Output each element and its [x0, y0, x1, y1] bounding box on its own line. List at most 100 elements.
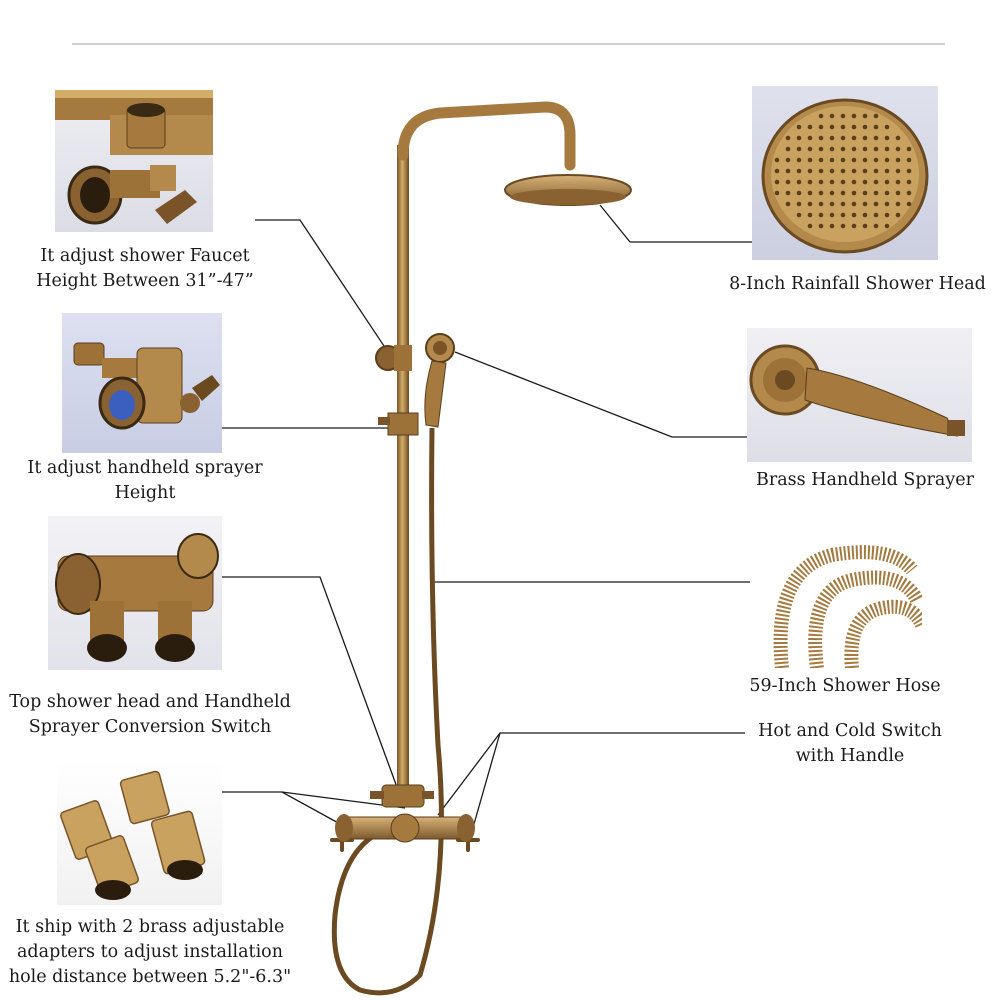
nozzle-dot [807, 201, 813, 207]
nozzle-dot [851, 124, 857, 130]
nozzle-pattern [774, 113, 912, 229]
nozzle-dot [785, 157, 791, 163]
nozzle-dot [873, 223, 879, 229]
height-adjuster-photo [55, 90, 213, 232]
nozzle-dot [818, 223, 824, 229]
nozzle-dot [785, 146, 791, 152]
nozzle-dot [851, 157, 857, 163]
nozzle-dot [862, 168, 868, 174]
nozzle-dot [851, 201, 857, 207]
nozzle-dot [840, 212, 846, 218]
shower-hose-line-1: 59-Inch Shower Hose [749, 676, 941, 696]
conversion-switch-line-2: Sprayer Conversion Switch [28, 717, 272, 737]
nozzle-dot [840, 124, 846, 130]
nozzle-dot [807, 124, 813, 130]
nozzle-dot [840, 135, 846, 141]
handheld-height-photo [62, 313, 222, 453]
nozzle-dot [895, 168, 901, 174]
nozzle-dot [807, 212, 813, 218]
height-adjuster-line-1: It adjust shower Faucet [40, 246, 250, 266]
shower-arm [397, 101, 576, 171]
nozzle-dot [807, 146, 813, 152]
handheld-sprayer-handle [424, 360, 447, 428]
nozzle-dot [796, 168, 802, 174]
adapters-caption: It ship with 2 brass adjustable adapters… [0, 915, 300, 990]
nozzle-dot [884, 179, 890, 185]
conversion-switch-photo [48, 516, 222, 670]
nozzle-dot [807, 168, 813, 174]
nozzle-dot [906, 179, 912, 185]
top-divider [72, 43, 945, 45]
nozzle-dot [884, 190, 890, 196]
nozzle-dot [884, 223, 890, 229]
hot-cold-switch-line-2: with Handle [795, 746, 905, 766]
nozzle-dot [774, 179, 780, 185]
nozzle-dot [873, 135, 879, 141]
rainfall-head-line-1: 8-Inch Rainfall Shower Head [729, 274, 986, 294]
nozzle-dot [862, 135, 868, 141]
nozzle-dot [829, 146, 835, 152]
nozzle-dot [785, 190, 791, 196]
nozzle-dot [851, 212, 857, 218]
nozzle-dot [906, 157, 912, 163]
handheld-sprayer-line-1: Brass Handheld Sprayer [756, 470, 974, 490]
nozzle-dot [873, 146, 879, 152]
nozzle-dot [862, 201, 868, 207]
nozzle-dot [818, 201, 824, 207]
nozzle-dot [796, 212, 802, 218]
adapters-line-3: hole distance between 5.2"-6.3" [8, 967, 292, 987]
handheld-height-line-1: It adjust handheld sprayer [27, 458, 263, 478]
nozzle-dot [906, 146, 912, 152]
nozzle-dot [851, 190, 857, 196]
rainfall-head-caption: 8-Inch Rainfall Shower Head [715, 272, 1000, 297]
nozzle-dot [818, 157, 824, 163]
handheld-sprayer-caption: Brass Handheld Sprayer [720, 468, 1000, 493]
nozzle-dot [862, 190, 868, 196]
nozzle-dot [884, 135, 890, 141]
nozzle-dot [796, 190, 802, 196]
nozzle-dot [796, 146, 802, 152]
shower-fixture-photo [330, 101, 632, 996]
nozzle-dot [829, 179, 835, 185]
nozzle-dot [818, 113, 824, 119]
nozzle-dot [807, 190, 813, 196]
nozzle-dot [884, 201, 890, 207]
nozzle-dot [851, 223, 857, 229]
nozzle-dot [818, 124, 824, 130]
nozzle-dot [895, 157, 901, 163]
nozzle-dot [873, 212, 879, 218]
nozzle-dot [818, 190, 824, 196]
nozzle-dot [807, 179, 813, 185]
nozzle-dot [873, 168, 879, 174]
main-riser-pipe [397, 145, 409, 795]
nozzle-dot [862, 179, 868, 185]
nozzle-dot [796, 179, 802, 185]
nozzle-dot [796, 124, 802, 130]
nozzle-dot [862, 223, 868, 229]
nozzle-dot [862, 212, 868, 218]
nozzle-dot [895, 190, 901, 196]
nozzle-dot [906, 201, 912, 207]
handheld-height-line-2: Height [114, 483, 176, 503]
nozzle-dot [873, 113, 879, 119]
nozzle-dot [829, 113, 835, 119]
nozzle-dot [840, 157, 846, 163]
shower-hose-photo [752, 530, 922, 668]
nozzle-dot [829, 157, 835, 163]
nozzle-dot [862, 157, 868, 163]
nozzle-dot [862, 124, 868, 130]
nozzle-dot [785, 168, 791, 174]
nozzle-dot [818, 168, 824, 174]
nozzle-dot [829, 135, 835, 141]
nozzle-dot [840, 190, 846, 196]
height-adjuster-caption: It adjust shower Faucet Height Between 3… [5, 244, 285, 294]
nozzle-dot [818, 135, 824, 141]
hot-cold-switch-caption: Hot and Cold Switch with Handle [705, 719, 995, 769]
nozzle-dot [774, 168, 780, 174]
nozzle-dot [840, 113, 846, 119]
height-adjuster-line-2: Height Between 31”-47” [36, 271, 254, 291]
adapters-line-2: adapters to adjust installation [17, 942, 283, 962]
nozzle-dot [807, 135, 813, 141]
nozzle-dot [818, 179, 824, 185]
conversion-switch-line-1: Top shower head and Handheld [9, 692, 291, 712]
